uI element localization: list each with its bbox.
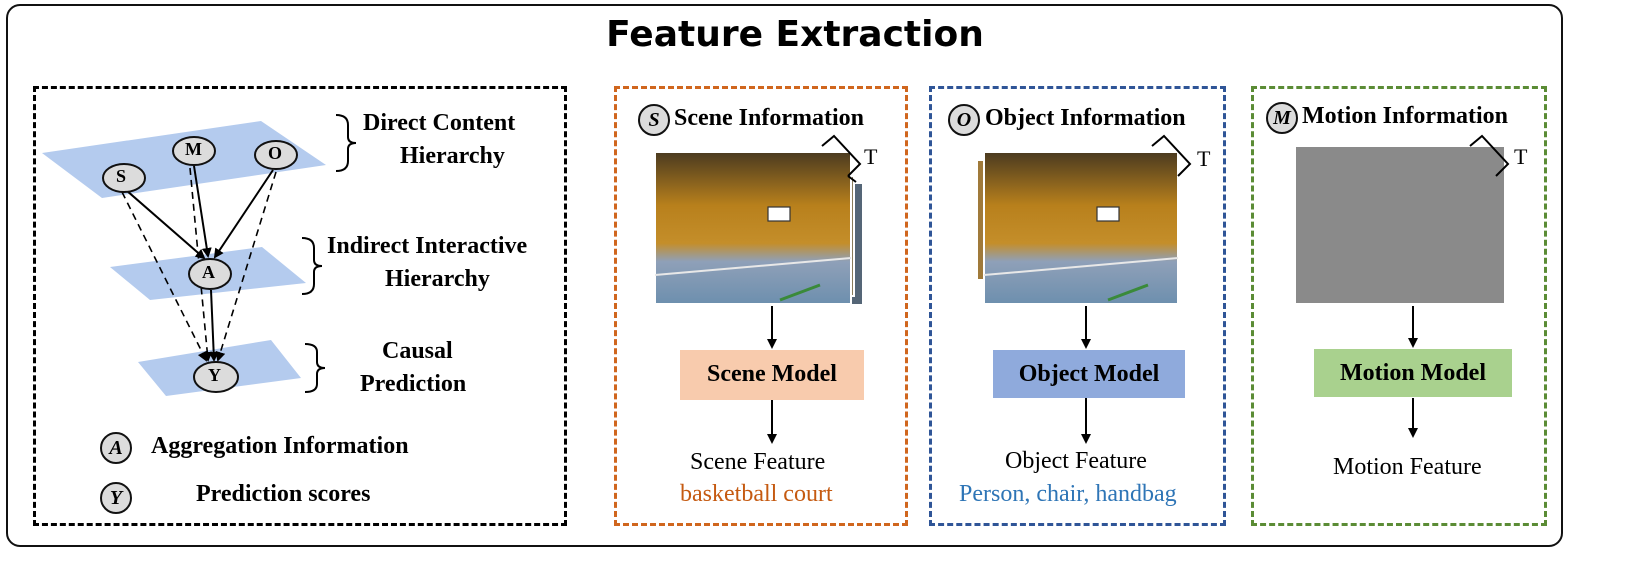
motion-frame-stack — [1294, 145, 1506, 305]
causal-prediction-label-line2: Prediction — [360, 371, 467, 397]
node-m-label: M — [185, 139, 202, 159]
scene-frame-stack — [654, 151, 862, 305]
object-model-label: Object Model — [1018, 361, 1160, 387]
direct-content-label-line1: Direct Content — [363, 110, 516, 136]
object-symbol: O — [948, 104, 980, 136]
figure-title: Feature Extraction — [606, 14, 984, 55]
node-o-label: O — [268, 143, 283, 163]
object-model-box-shape — [993, 350, 1185, 398]
legend-a-symbol: A — [100, 432, 132, 464]
motion-symbol: M — [1266, 102, 1298, 134]
scene-heading: Scene Information — [674, 105, 864, 131]
brace-2 — [301, 237, 323, 295]
node-a-label: A — [202, 262, 215, 282]
node-a-shape — [188, 258, 232, 290]
node-y-label: Y — [208, 365, 221, 385]
object-example-label: Person, chair, handbag — [959, 481, 1177, 507]
motion-heading: Motion Information — [1302, 103, 1508, 129]
object-heading: Object Information — [985, 105, 1186, 131]
legend-a-label: Aggregation Information — [151, 433, 409, 459]
object-t-label: T — [1197, 146, 1211, 171]
node-s-label: S — [116, 166, 127, 186]
indirect-interactive-label-line1: Indirect Interactive — [327, 233, 528, 259]
legend-y-label: Prediction scores — [196, 481, 371, 507]
object-panel — [929, 86, 1226, 526]
motion-model-label: Motion Model — [1340, 360, 1486, 386]
brace-3 — [304, 343, 326, 393]
scene-feature-label: Scene Feature — [690, 449, 826, 475]
node-s-shape — [102, 163, 146, 193]
object-frame-stack — [976, 151, 1179, 305]
motion-model-box-shape — [1314, 349, 1512, 397]
node-y-shape — [193, 361, 239, 393]
node-m-shape — [172, 136, 216, 166]
direct-content-label-line2: Hierarchy — [400, 143, 505, 169]
motion-panel — [1251, 86, 1547, 526]
scene-t-label: T — [864, 144, 878, 169]
scene-panel — [614, 86, 908, 526]
scene-model-box-shape — [680, 350, 864, 400]
scene-model-label: Scene Model — [707, 361, 837, 387]
indirect-interactive-label-line2: Hierarchy — [385, 266, 490, 292]
scene-example-label: basketball court — [680, 481, 833, 507]
node-o-shape — [254, 140, 298, 170]
outer-frame — [6, 4, 1563, 547]
brace-1 — [335, 114, 357, 172]
causal-prediction-label-line1: Causal — [382, 338, 453, 364]
legend-y-symbol: Y — [100, 482, 132, 514]
object-feature-label: Object Feature — [1005, 448, 1147, 474]
causal-graph-panel — [33, 86, 567, 526]
motion-feature-label: Motion Feature — [1333, 454, 1482, 480]
motion-t-label: T — [1514, 144, 1528, 169]
scene-symbol: S — [638, 104, 670, 136]
